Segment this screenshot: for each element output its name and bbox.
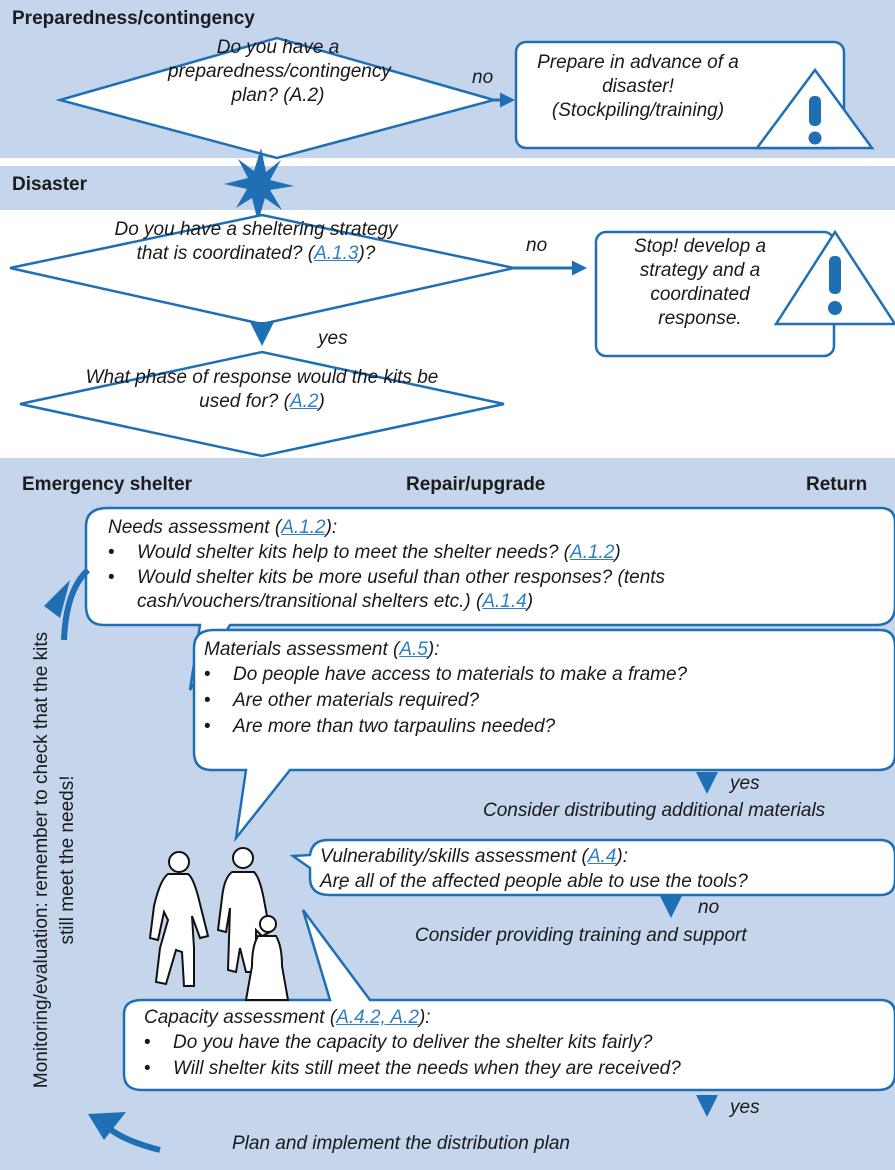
vulnerability-outcome: Consider providing training and support [415, 925, 747, 946]
ref-link-needs[interactable]: A.1.2 [281, 517, 326, 538]
warning-text-prepare: Prepare in advance of a disaster! (Stock… [537, 52, 739, 121]
label-capacity-yes: yes [730, 1097, 760, 1118]
needs-bullet-1: •Would shelter kits help to meet the she… [108, 542, 621, 563]
decision-text-plan: Do you have a preparedness/contingency p… [168, 37, 391, 106]
vulnerability-title: Vulnerability/skills assessment (A.4): [320, 846, 628, 867]
capacity-title: Capacity assessment (A.4.2, A.2): [144, 1007, 431, 1028]
label-strategy-no: no [526, 235, 548, 256]
warning-text-stop: Stop! develop a strategy and a coordinat… [633, 236, 767, 329]
section-title-preparedness: Preparedness/contingency [12, 8, 255, 29]
capacity-bullet-2: •Will shelter kits still meet the needs … [144, 1058, 681, 1079]
capacity-bubble [122, 909, 895, 1092]
materials-bullet-3: •Are more than two tarpaulins needed? [204, 716, 556, 737]
monitoring-arrow-up [61, 567, 91, 641]
arrow-strategy-yes-icon [250, 322, 274, 346]
ref-link-strategy[interactable]: A.1.3 [314, 243, 359, 264]
phase-return: Return [806, 474, 868, 495]
phase-emergency: Emergency shelter [22, 474, 193, 495]
label-strategy-yes: yes [318, 328, 348, 349]
materials-bullet-1: •Do people have access to materials to m… [204, 664, 688, 685]
section-title-disaster: Disaster [12, 174, 87, 195]
ref-link-vulnerability[interactable]: A.4 [587, 846, 617, 867]
label-vulnerability-no: no [698, 897, 720, 918]
ref-link-materials[interactable]: A.5 [399, 639, 428, 660]
people-icon [148, 847, 290, 1001]
disaster-burst-icon [224, 148, 294, 222]
materials-outcome: Consider distributing additional materia… [483, 800, 826, 821]
ref-link-needs-b1[interactable]: A.1.2 [570, 542, 615, 563]
monitoring-text: Monitoring/evaluation: remember to check… [31, 631, 78, 1089]
capacity-outcome: Plan and implement the distribution plan [232, 1133, 570, 1154]
materials-bullet-2: •Are other materials required? [204, 690, 480, 711]
warning-box-prepare [514, 40, 846, 150]
monitoring-note: Monitoring/evaluation: remember to check… [20, 630, 90, 1090]
ref-link-phase[interactable]: A.2 [289, 391, 319, 412]
monitoring-arrowhead-down-icon [88, 1112, 126, 1140]
decision-text-strategy: Do you have a sheltering strategy that i… [114, 219, 398, 264]
ref-link-needs-b2[interactable]: A.1.4 [482, 591, 527, 612]
arrow-capacity-yes-icon [696, 1095, 718, 1117]
disaster-band [0, 166, 895, 210]
monitoring-arrowhead-up-icon [44, 580, 70, 618]
needs-title: Needs assessment (A.1.2): [108, 517, 338, 538]
decision-text-phase: What phase of response would the kits be… [85, 367, 439, 412]
ref-link-capacity[interactable]: A.4.2, A.2 [336, 1007, 419, 1028]
phase-repair: Repair/upgrade [406, 474, 546, 495]
capacity-bullet-1: •Do you have the capacity to deliver the… [144, 1032, 653, 1053]
label-materials-yes: yes [730, 773, 760, 794]
arrow-materials-yes-icon [696, 772, 718, 794]
arrow-vulnerability-no-icon [660, 896, 682, 918]
materials-bubble [192, 628, 895, 843]
label-plan-no: no [472, 67, 494, 88]
needs-bullet-2: •Would shelter kits be more useful than … [108, 567, 666, 612]
vulnerability-bubble [289, 838, 895, 897]
decision-diamond-phase [19, 350, 505, 458]
vulnerability-question: Are all of the affected people able to u… [320, 871, 748, 892]
materials-title: Materials assessment (A.5): [204, 639, 440, 660]
